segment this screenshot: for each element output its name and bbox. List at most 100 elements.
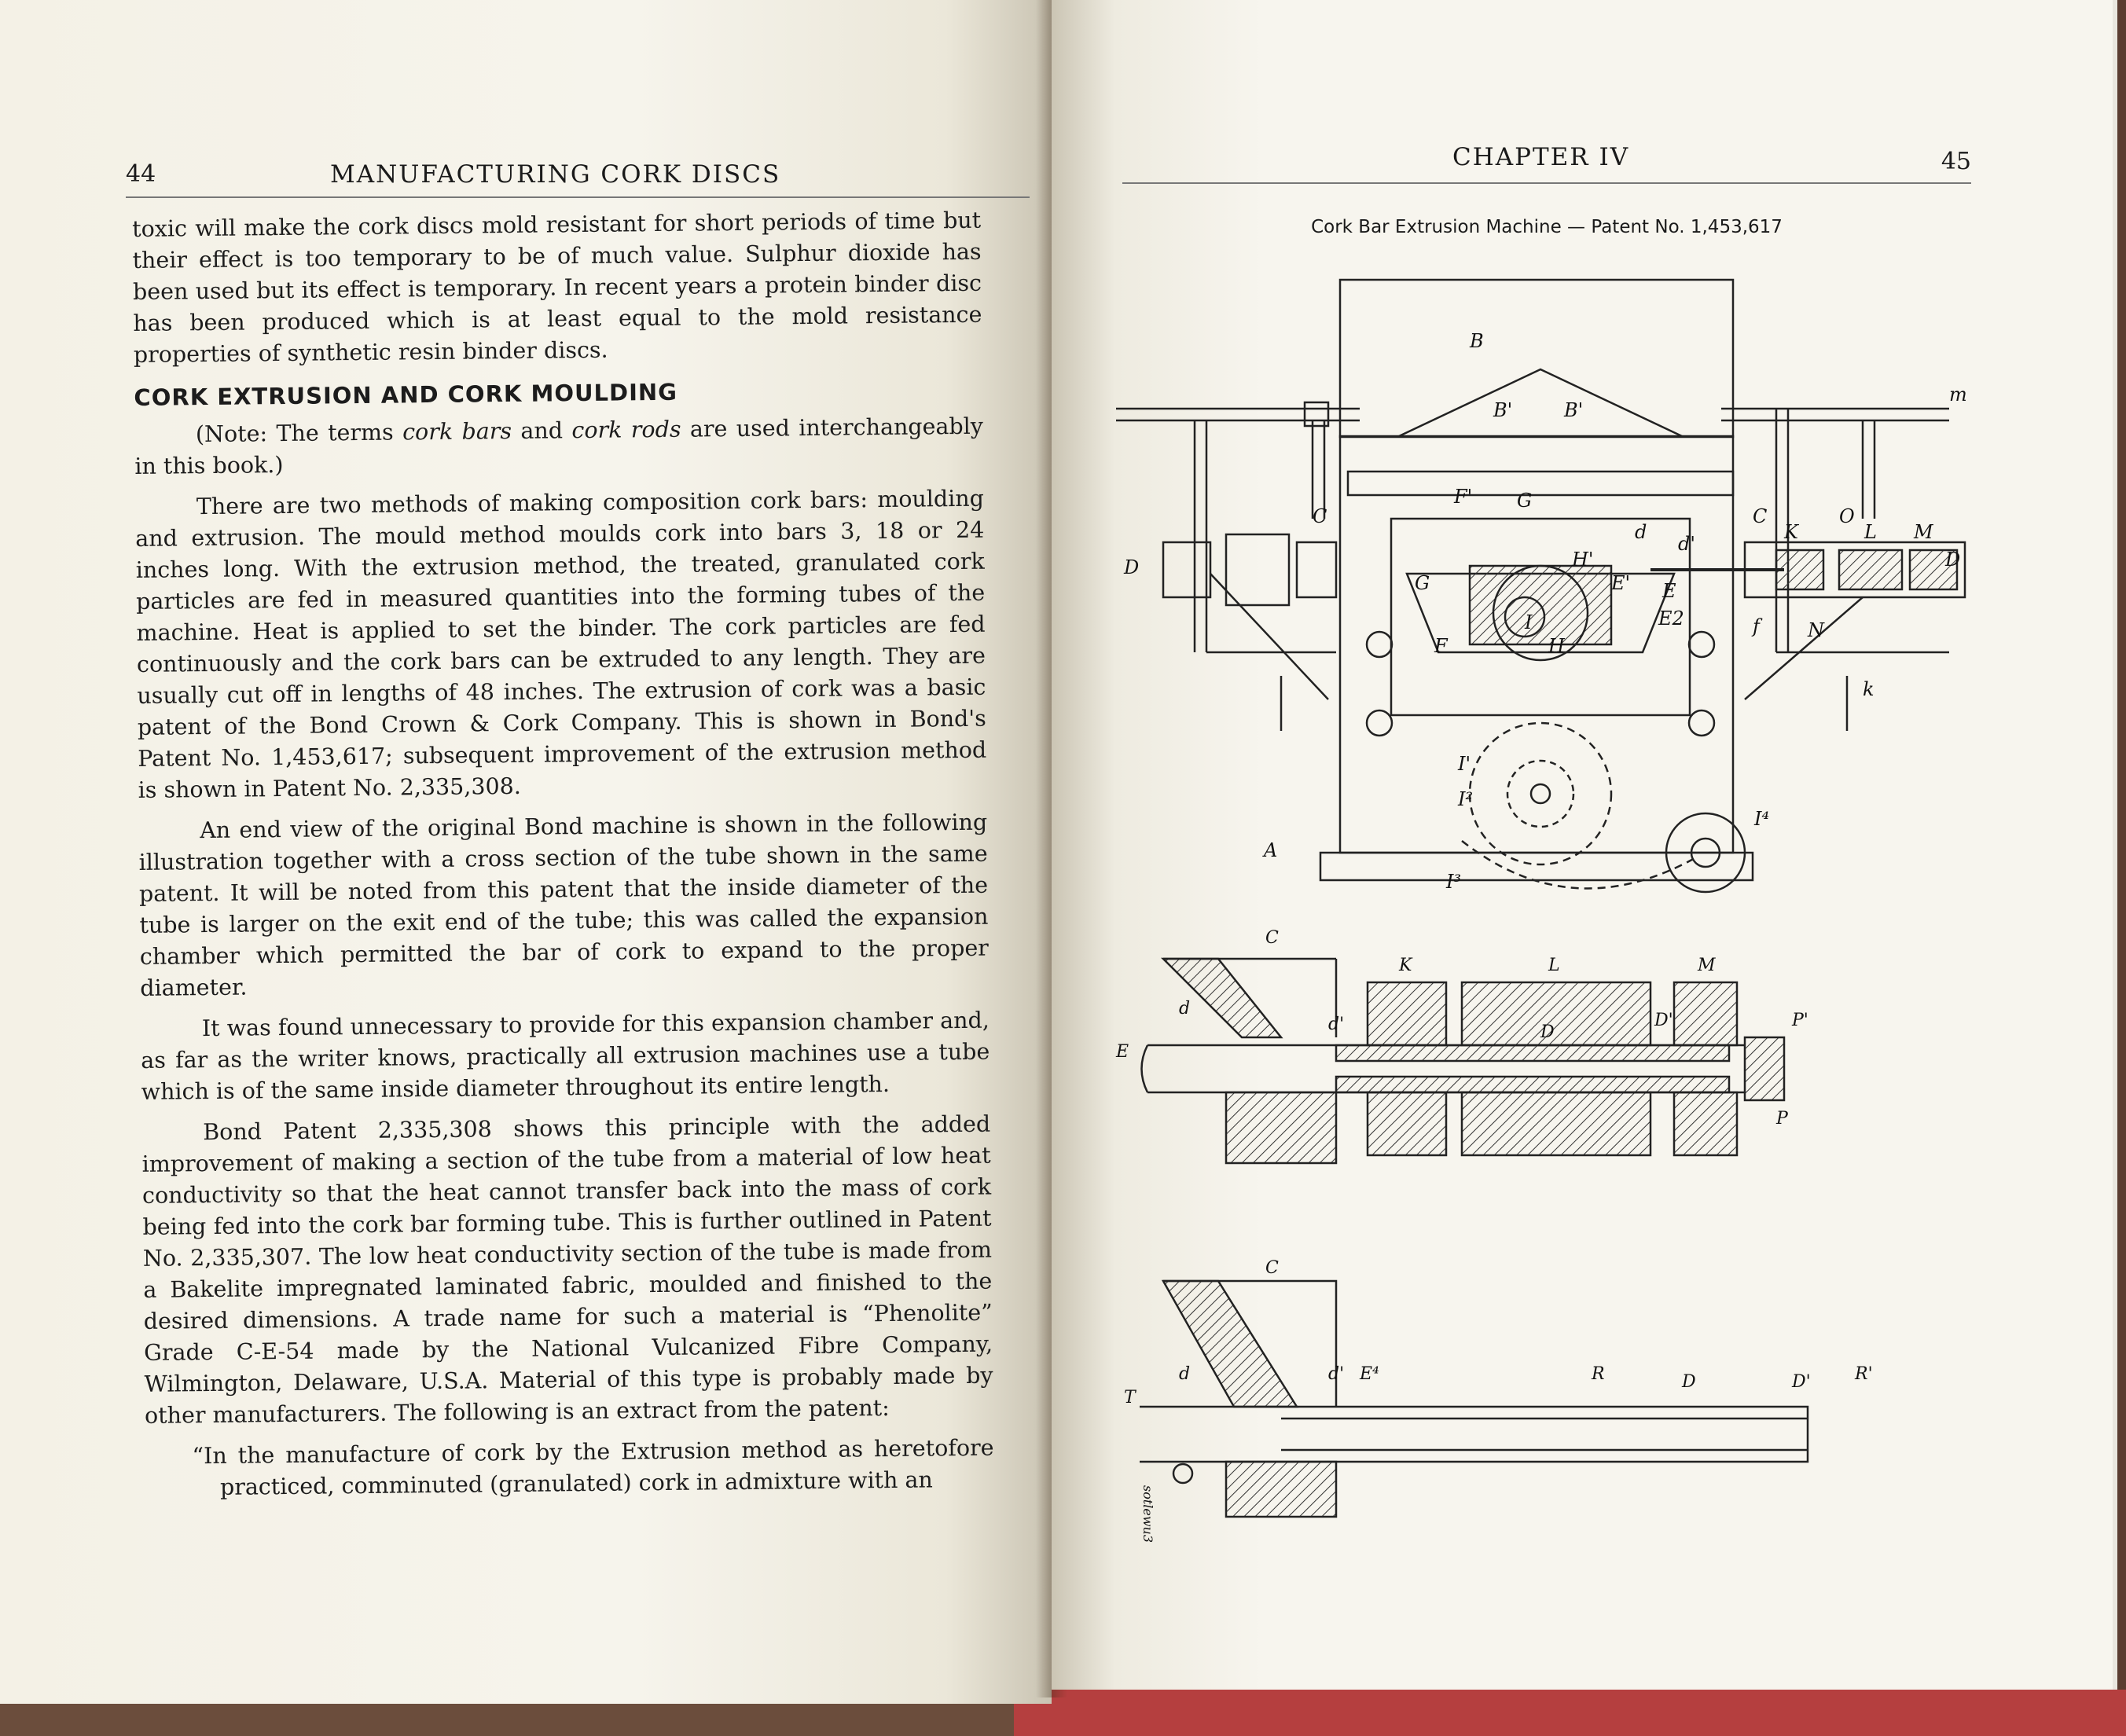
label-H: H [1548,635,1566,657]
label-E: E [1662,580,1676,602]
label-F2: F [1434,635,1449,657]
left-motor [1225,533,1291,607]
label-B2: B' [1563,399,1583,421]
left-running-head: MANUFACTURING CORK DISCS [330,160,781,189]
label-E2: E2 [1658,607,1684,629]
label-I3: I³ [1445,871,1461,893]
paragraph: Bond Patent 2,335,308 shows this princip… [141,1110,993,1429]
fig3-label-E4: E⁴ [1359,1364,1379,1384]
left-pipe-down [1311,420,1326,519]
label-E1: E' [1610,572,1630,594]
note-term: cork bars [402,417,512,446]
patent-quote: “In the manufacture of cork by the Extru… [192,1434,994,1500]
bolt [1365,709,1393,737]
label-G: G [1517,490,1532,512]
heater-M-top [1673,981,1739,1047]
patent-drawings: B B' B' C C D D F' G G d d' H' E' E I H … [1100,259,1996,1548]
figure-improved-tube: C d d' E⁴ R D D' R' T sotlewu3 [1124,1258,1873,1543]
improved-tube-bore [1281,1417,1808,1452]
improved-roller [1172,1463,1194,1485]
heater-M-bottom [1673,1091,1739,1157]
tube-wall-bottom [1335,1075,1731,1094]
shaft-I [1504,596,1546,638]
label-k: k [1863,678,1874,700]
label-D-left: D [1123,556,1139,578]
fig2-label-E: E [1115,1042,1129,1062]
label-M: M [1913,521,1934,543]
bolt [1365,630,1393,659]
left-pump [1162,541,1212,599]
hopper-base [1225,1091,1338,1165]
cover-edge-left [0,1697,1014,1736]
fig2-label-D1: D' [1654,1011,1673,1030]
fig2-label-L: L [1548,956,1560,975]
machine-hopper [1338,278,1735,439]
label-L: L [1863,521,1877,543]
improved-tube-body [1140,1405,1809,1463]
note-text: (Note: The terms [195,419,403,448]
label-I1: I' [1457,753,1471,775]
pipe-elbow [1303,401,1330,428]
improved-hopper-base [1225,1460,1338,1518]
left-page-header: 44 MANUFACTURING CORK DISCS [126,157,1030,198]
label-B: B [1469,330,1484,352]
fig3-label-D1: D' [1791,1372,1811,1392]
fig3-label-C: C [1265,1258,1279,1278]
fig2-label-K: K [1398,956,1413,975]
label-C-right: C [1753,505,1767,527]
gear-I [1492,564,1589,662]
gear-I2-hub [1529,783,1551,805]
label-d: d [1635,521,1647,543]
top-plate [1346,470,1735,497]
fig2-label-P1: P' [1791,1011,1808,1030]
note-term: cork rods [571,416,681,444]
heater-K-bottom [1366,1091,1448,1157]
fig2-label-d1: d' [1328,1015,1344,1034]
fig2-label-M: M [1697,956,1716,975]
label-I4: I⁴ [1753,808,1769,830]
cover-edge-right [1014,1690,2126,1736]
paragraph: There are two methods of making composit… [135,485,987,803]
label-C-left: C [1313,505,1327,527]
bolt [1687,709,1716,737]
fig3-label-R1: R' [1854,1364,1873,1384]
label-H1: H' [1571,549,1594,571]
heater-L-bottom [1460,1091,1652,1157]
fig3-label-D: D [1681,1372,1696,1392]
figure-caption: Cork Bar Extrusion Machine — Patent No. … [1311,217,1783,237]
paragraph: An end view of the original Bond machine… [138,809,990,1001]
right-pipe [1721,407,1949,422]
right-page [1052,0,2117,1690]
paragraph: It was found unnecessary to provide for … [141,1007,990,1105]
right-pipe-down [1861,420,1876,519]
label-A: A [1262,839,1277,861]
tube-end [1140,1044,1149,1093]
right-page-number: 45 [1941,148,1971,175]
label-G1: G [1415,572,1430,594]
label-d1: d' [1678,533,1695,555]
paragraph: toxic will make the cork discs mold resi… [132,207,982,368]
note-text: and [511,417,572,444]
label-K: K [1783,521,1800,543]
machine-base [1319,851,1754,882]
fig2-label-d: d [1179,999,1190,1018]
fig2-label-D: D [1540,1022,1555,1042]
label-N: N [1807,619,1825,641]
heater-L-top [1460,981,1652,1047]
improved-hopper-wall [1161,1279,1299,1408]
left-page-number: 44 [126,160,156,188]
gear-I1 [1468,721,1613,866]
note-paragraph: (Note: The terms cork bars and cork rods… [134,411,984,483]
inner-housing [1390,517,1691,717]
figure-end-view: B B' B' C C D D F' G G d d' H' E' E I H … [1116,278,1967,894]
left-coupling [1295,541,1338,599]
heater-block-M [1908,549,1959,591]
left-pipe [1116,407,1360,422]
fig3-label-d: d [1179,1364,1190,1384]
fig2-label-C: C [1265,928,1279,948]
left-page: 44 MANUFACTURING CORK DISCS toxic will m… [0,0,1052,1704]
label-D-right: D [1944,549,1960,571]
left-pipe-vertical [1193,420,1208,652]
fig2-label-P: P [1775,1109,1789,1129]
label-B1: B' [1493,399,1512,421]
